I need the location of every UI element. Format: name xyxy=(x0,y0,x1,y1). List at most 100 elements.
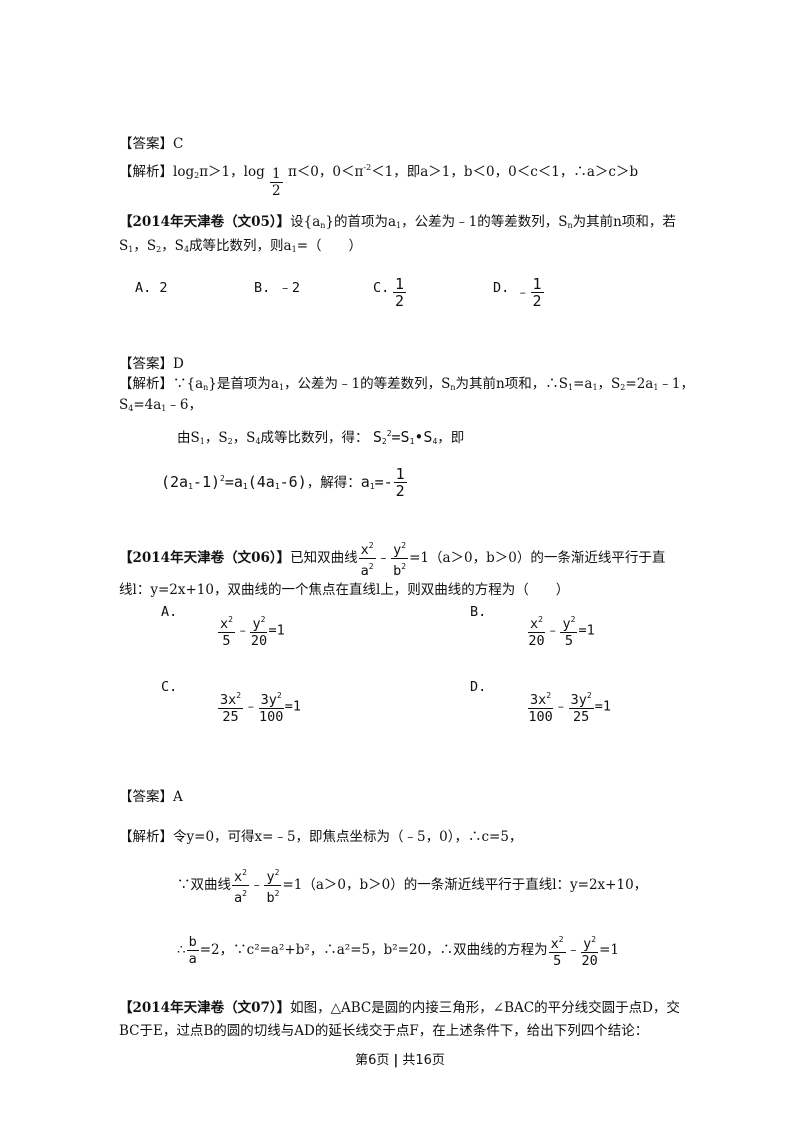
subscript: 4 xyxy=(255,437,261,446)
numerator-text: 3x xyxy=(530,692,547,708)
analysis-text: =a xyxy=(573,376,593,392)
question-07-line1: 【2014年天津卷（文07）】如图，△ABC是圆的内接三角形，∠BAC的平分线交… xyxy=(119,998,680,1018)
subscript: 1 xyxy=(653,383,659,392)
numerator: x2 xyxy=(528,612,545,633)
denominator: 5 xyxy=(553,953,562,969)
analysis-text: =2，∵c²=a²+b²，∴a²=5，b²=20，∴双曲线的方程为 xyxy=(199,942,548,958)
option-d-label: D. xyxy=(493,280,510,296)
equation-part: -6) xyxy=(279,473,307,491)
equation-part: •S xyxy=(414,428,433,446)
minus-sign: ﹣ xyxy=(376,550,391,566)
page-total: 共16页 xyxy=(402,1053,445,1068)
analysis-text: ，公差为﹣1的等差数列，S xyxy=(284,376,451,392)
numerator: y2 xyxy=(581,932,599,953)
denominator: 100 xyxy=(528,709,553,725)
superscript: 2 xyxy=(220,474,225,483)
denominator: 100 xyxy=(258,709,284,725)
subscript: 2 xyxy=(194,171,200,180)
numerator-text: 3x xyxy=(220,692,237,708)
answer-value: D xyxy=(173,356,184,372)
minus-sign: ﹣ xyxy=(235,622,250,639)
subscript: n xyxy=(450,383,456,392)
subscript: 1 xyxy=(409,437,415,446)
analysis-text: ，S xyxy=(204,430,228,446)
equation-part: -1) xyxy=(192,473,221,491)
answer-line: 【答案】D xyxy=(119,354,184,374)
analysis-text: π＞1，log xyxy=(199,164,265,180)
subscript: n xyxy=(567,221,573,230)
answer-line: 【答案】C xyxy=(119,134,183,154)
numerator: x2 xyxy=(358,538,376,559)
denominator: 5 xyxy=(564,633,574,649)
subscript: 2 xyxy=(620,383,626,392)
numerator: y2 xyxy=(250,612,268,633)
answer-line: 【答案】A xyxy=(119,787,183,807)
question-title: 【2014年天津卷（文05）】 xyxy=(119,214,291,230)
numerator-text: 3y xyxy=(570,692,587,708)
option-b-label: B. xyxy=(470,604,487,620)
analysis-text: 令y=0，可得x=﹣5，即焦点坐标为（﹣5，0），∴c=5， xyxy=(173,829,523,845)
page-number: 第6页 xyxy=(355,1053,390,1068)
minus-sign: ﹣ xyxy=(516,284,530,301)
subscript: 1 xyxy=(396,221,402,230)
equals-one: =1 xyxy=(284,698,301,715)
numerator: x2 xyxy=(548,932,566,953)
analysis-text: =4a xyxy=(133,397,162,413)
numerator: b xyxy=(186,934,199,951)
analysis-text: log xyxy=(173,164,195,180)
subscript: n xyxy=(320,221,326,230)
numerator: 3x2 xyxy=(218,688,244,709)
denominator: a xyxy=(188,951,197,967)
answer-label: 【答案】 xyxy=(119,136,173,152)
analysis-line2: S4=4a1﹣6， xyxy=(119,395,202,419)
numerator: y2 xyxy=(264,865,282,886)
denominator: 20 xyxy=(528,633,545,649)
question-text: 如图，△ABC是圆的内接三角形，∠BAC的平分线交圆于点D，交 xyxy=(290,1000,680,1016)
question-07-line2: BC于E，过点B的圆的切线与AD的延长线交于点F，在上述条件下，给出下列四个结论… xyxy=(119,1023,649,1039)
analysis-text: ﹣1， xyxy=(658,376,695,392)
equals-one: =1 xyxy=(268,622,285,639)
equation-part: =a xyxy=(224,473,243,491)
analysis-text: 为其前n项和，∴S xyxy=(455,376,568,392)
superscript: 2 xyxy=(386,429,392,438)
denominator: a2 xyxy=(234,889,247,906)
question-text: }的首项为a xyxy=(325,214,397,230)
subscript: 1 xyxy=(592,383,598,392)
denominator: 25 xyxy=(222,709,239,725)
question-text: ，S xyxy=(133,238,157,254)
numerator-text: 3y xyxy=(260,692,277,708)
equation-part: a xyxy=(360,473,370,491)
analysis-text: ，即 xyxy=(437,430,465,446)
footer-separator: | xyxy=(393,1053,399,1068)
question-06-line2: 线l：y=2x+10，双曲线的一个焦点在直线l上，则双曲线的方程为（ ） xyxy=(119,582,570,598)
subscript: 1 xyxy=(242,482,248,491)
question-text: S xyxy=(119,238,129,254)
subscript: 2 xyxy=(227,437,233,446)
equation-part: S xyxy=(372,428,382,446)
analysis-text: =1 xyxy=(599,942,619,958)
question-text: ，公差为﹣1的等差数列，S xyxy=(401,214,568,230)
minus-sign: ﹣ xyxy=(566,942,581,958)
question-text: 为其前n项和，若 xyxy=(572,214,676,230)
question-text: 成等比数列，则a xyxy=(189,238,292,254)
numerator: x2 xyxy=(232,865,249,886)
analysis-text: ﹣6， xyxy=(166,397,202,413)
